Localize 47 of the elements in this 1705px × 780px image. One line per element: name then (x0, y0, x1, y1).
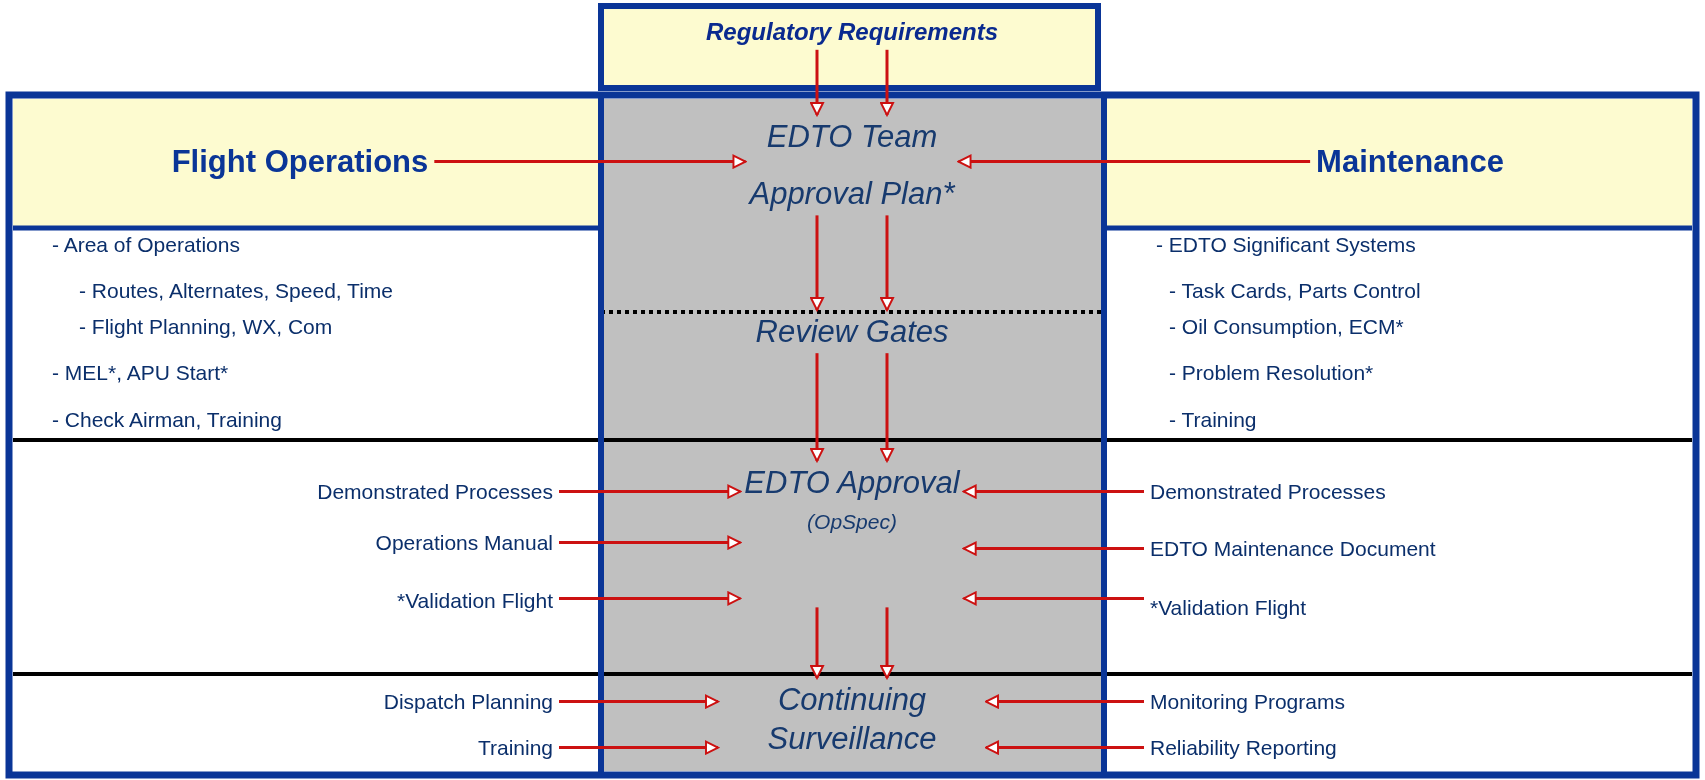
arrow (559, 591, 742, 606)
arrow (985, 740, 1144, 755)
heading-text: Maintenance (1316, 143, 1504, 181)
stage-text: EDTO Team Approval Plan* (749, 118, 955, 213)
heading-text: Flight Operations (171, 143, 429, 181)
arrow (559, 740, 719, 755)
item-text: Operations Manual (375, 530, 553, 556)
arrow (962, 591, 1144, 606)
item-text: Reliability Reporting (1150, 735, 1337, 761)
list-item: - Check Airman, Training (52, 408, 282, 432)
list-item: - Training (1169, 408, 1257, 432)
list-item: - Task Cards, Parts Control (1169, 279, 1421, 303)
arrow (559, 484, 742, 499)
arrow (880, 353, 894, 462)
stage-text: Continuing Surveillance (722, 681, 982, 759)
arrow (810, 215, 824, 311)
stage-text: Review Gates (755, 313, 949, 351)
list-item: - Routes, Alternates, Speed, Time (79, 279, 393, 303)
stage-text: EDTO Approval (OpSpec) (744, 464, 960, 605)
list-item: - EDTO Significant Systems (1156, 233, 1416, 257)
arrow (880, 607, 894, 679)
arrow (962, 484, 1144, 499)
item-text: Training (477, 735, 553, 761)
list-item: - Problem Resolution* (1169, 361, 1374, 385)
list-item: - Flight Planning, WX, Com (79, 315, 333, 339)
item-text: Monitoring Programs (1150, 689, 1345, 715)
heading-text: Regulatory Requirements (705, 18, 999, 47)
arrow (985, 694, 1144, 709)
arrow (957, 154, 1311, 169)
arrow (810, 49, 824, 116)
arrow (434, 154, 747, 169)
item-text: Demonstrated Processes (1150, 479, 1386, 505)
list-item: - MEL*, APU Start* (52, 361, 229, 385)
arrow (810, 353, 824, 462)
item-text: Demonstrated Processes (317, 479, 553, 505)
arrow (559, 694, 719, 709)
item-text: Dispatch Planning (383, 689, 553, 715)
arrow (559, 535, 742, 550)
list-item: - Area of Operations (52, 233, 240, 257)
item-text: EDTO Maintenance Document (1150, 536, 1436, 562)
arrow (962, 541, 1144, 556)
list-item: - Oil Consumption, ECM* (1169, 315, 1404, 339)
item-text: *Validation Flight (396, 588, 553, 614)
arrow (880, 215, 894, 311)
arrow (810, 607, 824, 679)
arrow (880, 49, 894, 116)
item-text: *Validation Flight (1150, 595, 1307, 621)
